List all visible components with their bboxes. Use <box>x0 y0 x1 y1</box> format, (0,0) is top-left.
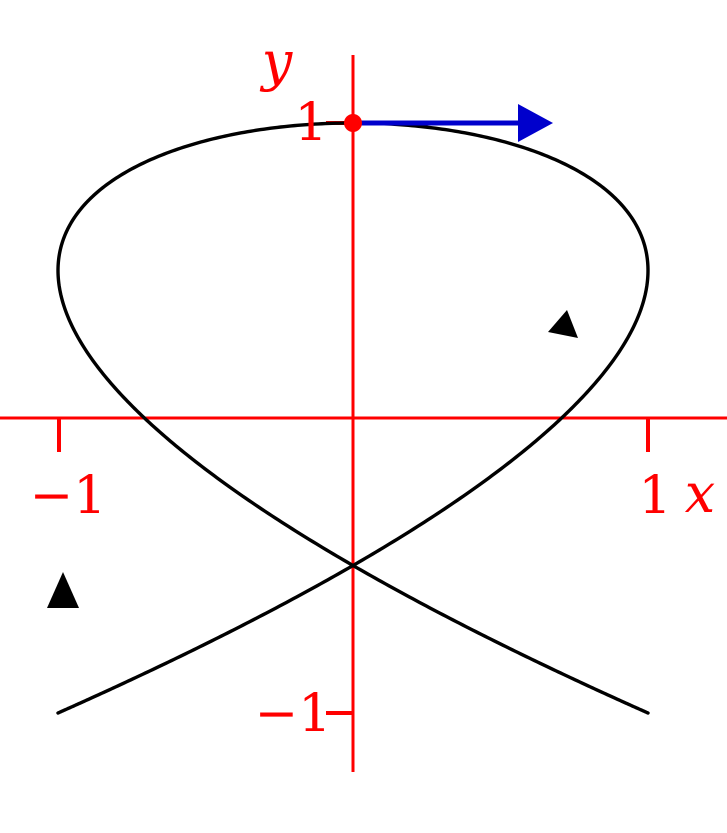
direction-arrow-left-icon <box>47 572 79 608</box>
labels-group: y x −1 1 1 −1 <box>30 30 716 744</box>
velocity-vector-arrowhead-icon <box>518 104 553 142</box>
y-tick-label-neg1: −1 <box>255 684 332 744</box>
axes-group <box>0 55 727 772</box>
y-tick-label-pos1: 1 <box>294 93 327 153</box>
x-axis-label: x <box>685 462 715 525</box>
annotation-group <box>344 104 553 142</box>
start-point-dot <box>344 114 362 132</box>
x-tick-label-pos1: 1 <box>638 466 671 526</box>
x-tick-label-neg1: −1 <box>30 466 107 526</box>
y-axis-label: y <box>260 30 294 93</box>
direction-arrow-right-icon <box>548 310 578 338</box>
